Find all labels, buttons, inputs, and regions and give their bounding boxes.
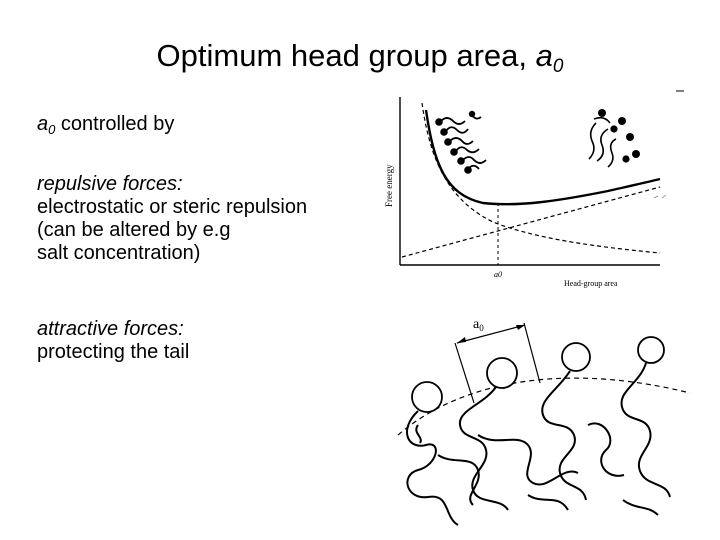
slide-title: Optimum head group area, a0	[0, 38, 720, 78]
attractive-block: attractive forces: protecting the tail	[37, 318, 189, 364]
controlled-by-line: a0 controlled by	[37, 113, 174, 141]
x-axis-label: Head-group area	[564, 279, 618, 288]
attractive-line-1: protecting the tail	[37, 341, 190, 363]
repulsive-block: repulsive forces: electrostatic or steri…	[37, 173, 307, 265]
slide-title-text: Optimum head group area,	[156, 38, 536, 73]
x-marker-label: a0	[494, 270, 502, 279]
attractive-heading: attractive forces:	[37, 318, 184, 340]
slide-title-symbol: a	[535, 38, 553, 73]
micelle-sketch: a0	[397, 317, 691, 526]
y-axis-label: Free energy	[384, 164, 394, 207]
crowded-head-groups	[435, 110, 476, 174]
repulsive-line-3: salt concentration)	[37, 242, 201, 264]
repulsive-dashed-line	[401, 186, 661, 258]
repulsive-line-1: electrostatic or steric repulsion	[37, 196, 308, 218]
micelle-tails	[406, 362, 671, 526]
a0-arrowhead-left	[457, 337, 466, 343]
margin-mark	[653, 194, 667, 199]
total-energy-curve	[424, 109, 661, 206]
sparse-head-groups	[598, 109, 640, 163]
free-energy-diagram: Free energy a0 Head-group area	[384, 90, 684, 288]
repulsive-heading: repulsive forces:	[37, 173, 183, 195]
slide-title-subscript: 0	[552, 56, 564, 77]
micelle-head-groups	[411, 336, 665, 413]
a0-arrowhead-right	[516, 325, 525, 330]
spacing-line-right	[523, 322, 541, 384]
a0-subscript: 0	[48, 122, 56, 137]
spacing-line-left	[454, 342, 475, 404]
a0-arrow	[456, 324, 526, 344]
sparse-surfactant-cluster	[588, 116, 617, 168]
controlled-by-text: controlled by	[55, 113, 175, 135]
head-group-interface-arc	[397, 377, 691, 436]
a0-symbol: a	[37, 113, 49, 135]
attractive-dashed-curve	[421, 102, 661, 254]
micelle-a0-label: a0	[473, 317, 484, 333]
repulsive-line-2: (can be altered by e.g	[37, 219, 231, 241]
